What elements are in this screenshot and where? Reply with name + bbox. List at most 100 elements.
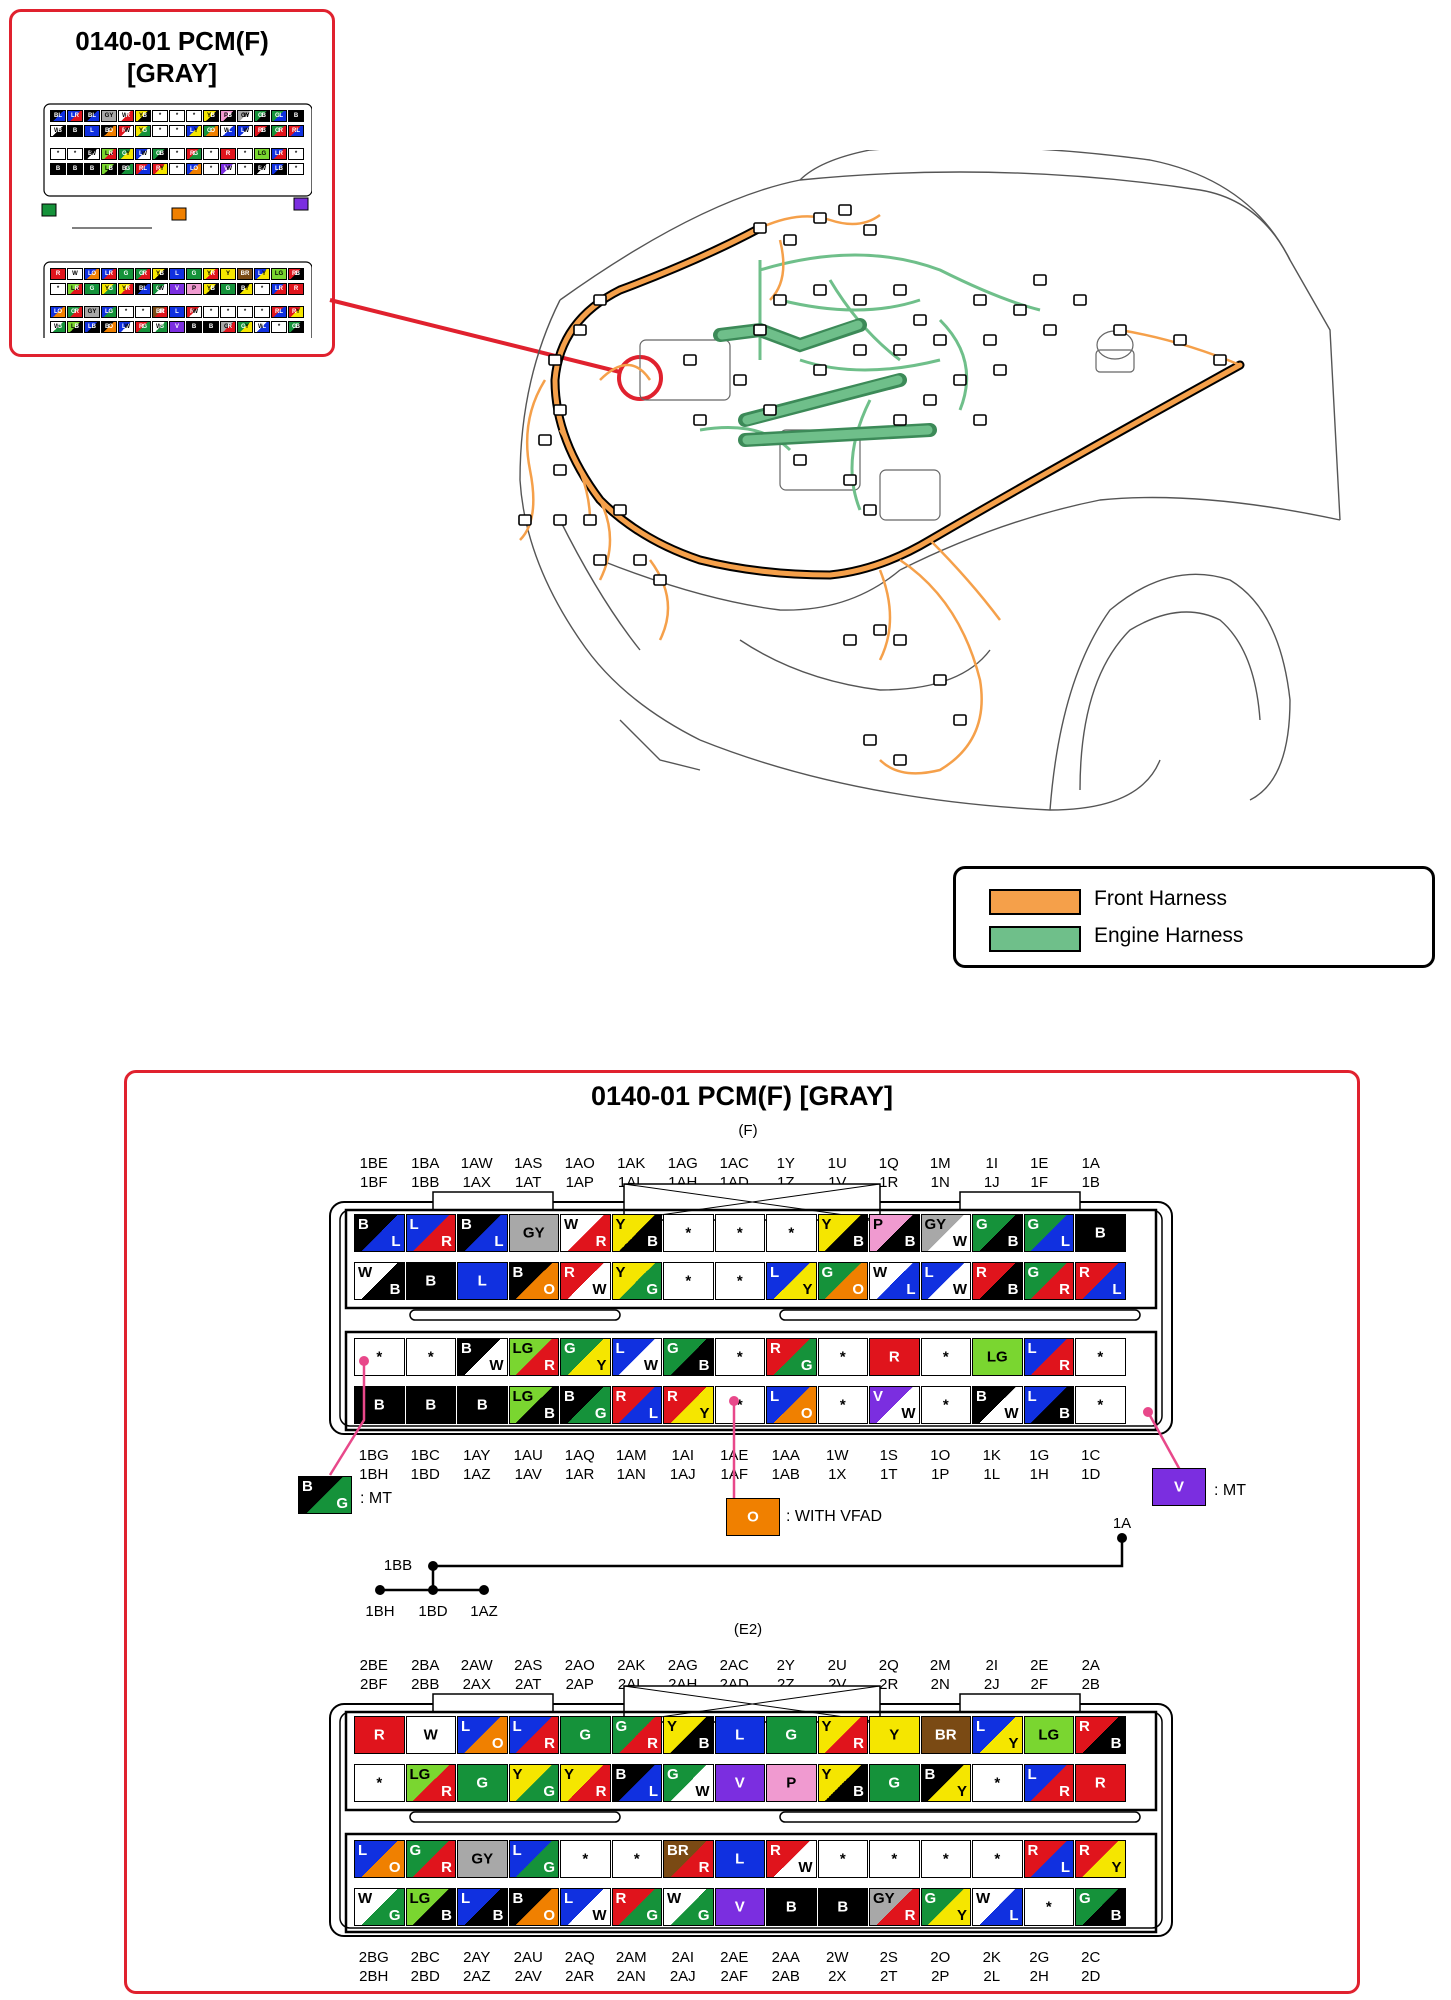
wire-code-secondary: L	[279, 309, 283, 315]
terminal-cell: *	[817, 1386, 868, 1424]
vfad-note: : WITH VFAD	[786, 1508, 882, 1525]
wire-code-primary: L	[358, 1842, 368, 1859]
terminal-cell: *	[1023, 1888, 1074, 1926]
pin-label-top: 1BB	[411, 1174, 440, 1191]
wire-code-primary: G	[667, 1766, 679, 1783]
harness-connector	[853, 344, 867, 356]
pin-label-bottom: 1AQ	[564, 1447, 595, 1464]
wire-code-secondary: R	[142, 271, 147, 277]
mt-note-left: : MT	[360, 1490, 392, 1507]
thumbnail-terminal-cell: *	[67, 148, 83, 160]
wire-color-swatch: O	[726, 1498, 780, 1536]
wire-code-secondary: B	[441, 1907, 452, 1924]
pin-label-top: 2AP	[565, 1676, 594, 1693]
harness-connector	[573, 324, 587, 336]
splice-bottom-label-2: 1BD	[418, 1603, 448, 1620]
harness-connector	[753, 222, 767, 234]
pin-label-bottom: 1H	[1029, 1466, 1049, 1483]
wire-code-primary: L	[615, 1340, 625, 1357]
wire-code-secondary: G	[336, 1495, 348, 1512]
harness-connector	[983, 334, 997, 346]
wire-code-secondary: R	[595, 1783, 607, 1800]
wire-code: *	[685, 1224, 692, 1242]
wire-code-primary: G	[615, 1718, 628, 1735]
wire-code-secondary: G	[159, 324, 164, 330]
pin-label-bottom: 2BD	[410, 1968, 440, 1985]
wire-code-secondary: O	[800, 1405, 813, 1422]
wire-code-secondary: W	[243, 113, 249, 119]
thumbnail-terminal-cell: *	[169, 110, 185, 122]
harness-connector	[838, 204, 852, 216]
wire-code-secondary: R	[108, 151, 113, 157]
wire-code-primary: B	[302, 1478, 313, 1495]
wire-code: R	[1094, 1774, 1106, 1792]
terminal-cell: L	[714, 1840, 765, 1878]
wire-code-primary: R	[139, 166, 144, 172]
wire-code-primary: G	[241, 324, 246, 330]
pin-label-top: 2AX	[462, 1676, 491, 1693]
wire-code-primary: L	[71, 113, 75, 119]
wire-code: *	[56, 286, 60, 292]
wire-code-secondary: Y	[125, 151, 130, 157]
wire-code-primary: B	[105, 128, 110, 134]
thumbnail-terminal-cell: LG	[254, 148, 270, 160]
wire-code-secondary: B	[853, 1233, 864, 1250]
terminal-cell: V	[714, 1888, 765, 1926]
wire-code: W	[423, 1726, 438, 1744]
wire-code-secondary: B	[698, 1357, 710, 1374]
wire-code: GY	[104, 113, 114, 119]
wire-code: *	[209, 309, 213, 315]
terminal-cell: B	[817, 1888, 868, 1926]
wire-code-secondary: W	[643, 1357, 658, 1374]
pin-label-top: 1BF	[359, 1174, 388, 1191]
terminal-cell: R	[869, 1338, 920, 1376]
wire-code-secondary: B	[210, 113, 215, 119]
wire-code-secondary: Y	[295, 309, 300, 315]
wire-code: G	[89, 286, 95, 292]
wire-code: *	[1097, 1396, 1104, 1414]
wire-code-primary: Y	[821, 1718, 832, 1735]
pin-label-top: 2AS	[514, 1657, 543, 1674]
wire-code: *	[582, 1850, 589, 1868]
wire-code: *	[260, 286, 264, 292]
terminal-cell: LG	[1023, 1716, 1074, 1754]
pin-label-bottom: 2AJ	[669, 1968, 696, 1985]
thumbnail-terminal-cell: V	[169, 321, 185, 333]
wire-code: *	[942, 1396, 949, 1414]
harness-connector	[893, 414, 907, 426]
wire-code-secondary: O	[210, 128, 215, 134]
engine-bay-illustration	[518, 150, 1341, 811]
terminal-cell: GY	[457, 1840, 508, 1878]
pin-label-bottom: 2G	[1029, 1949, 1050, 1966]
wire-code-secondary: B	[295, 271, 300, 277]
wire-code-secondary: W	[124, 324, 130, 330]
pin-label-bottom: 2AZ	[462, 1968, 491, 1985]
pin-label-bottom: 1G	[1029, 1447, 1050, 1464]
harness-connector	[553, 464, 567, 476]
pin-label-top: 2AG	[667, 1657, 698, 1674]
pin-label-top: 2J	[983, 1676, 1000, 1693]
